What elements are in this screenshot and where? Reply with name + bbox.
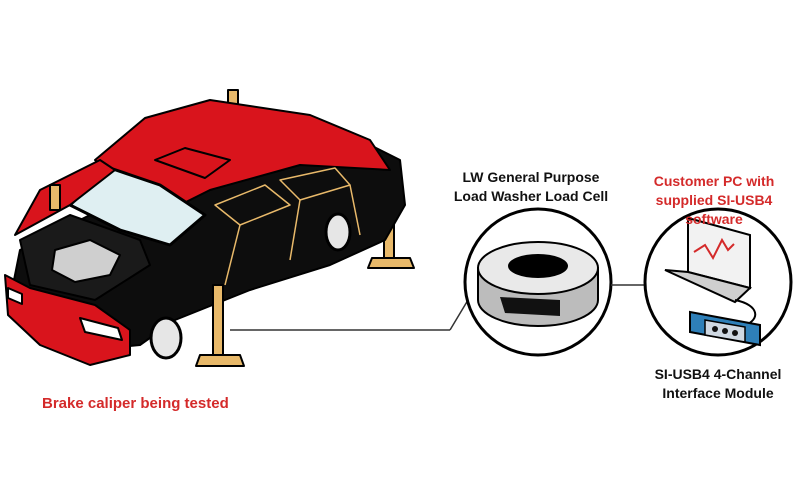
load-cell-label: LW General Purpose Load Washer Load Cell [453,169,609,204]
car-hood [14,159,116,236]
interface-module-label: SI-USB4 4-Channel Interface Module [654,366,782,401]
load-washer-hole [508,254,568,278]
engine-block [51,239,121,283]
load-cell-callout [463,207,613,357]
car-rear-wheel [324,212,352,252]
load-washer-band [500,297,560,316]
car-illustration [4,89,415,367]
connector-line-caliper-2 [449,299,469,331]
car-front-bumper [4,274,131,366]
laptop-base [664,269,753,304]
brake-caliper-label: Brake caliper being tested [42,395,229,412]
laptop-graph-line [693,237,735,261]
wood-stand-front [49,184,245,367]
car-door-lines [224,184,361,286]
customer-pc-label: Customer PC with supplied SI-USB4 softwa… [653,173,775,227]
car-headlight-right [79,317,123,341]
pc-module-callout [643,207,793,357]
car-sunroof [154,147,231,179]
car-side-window-front [214,184,291,226]
brake-caliper-wheel [149,316,183,360]
car-headlight-left [7,287,23,305]
